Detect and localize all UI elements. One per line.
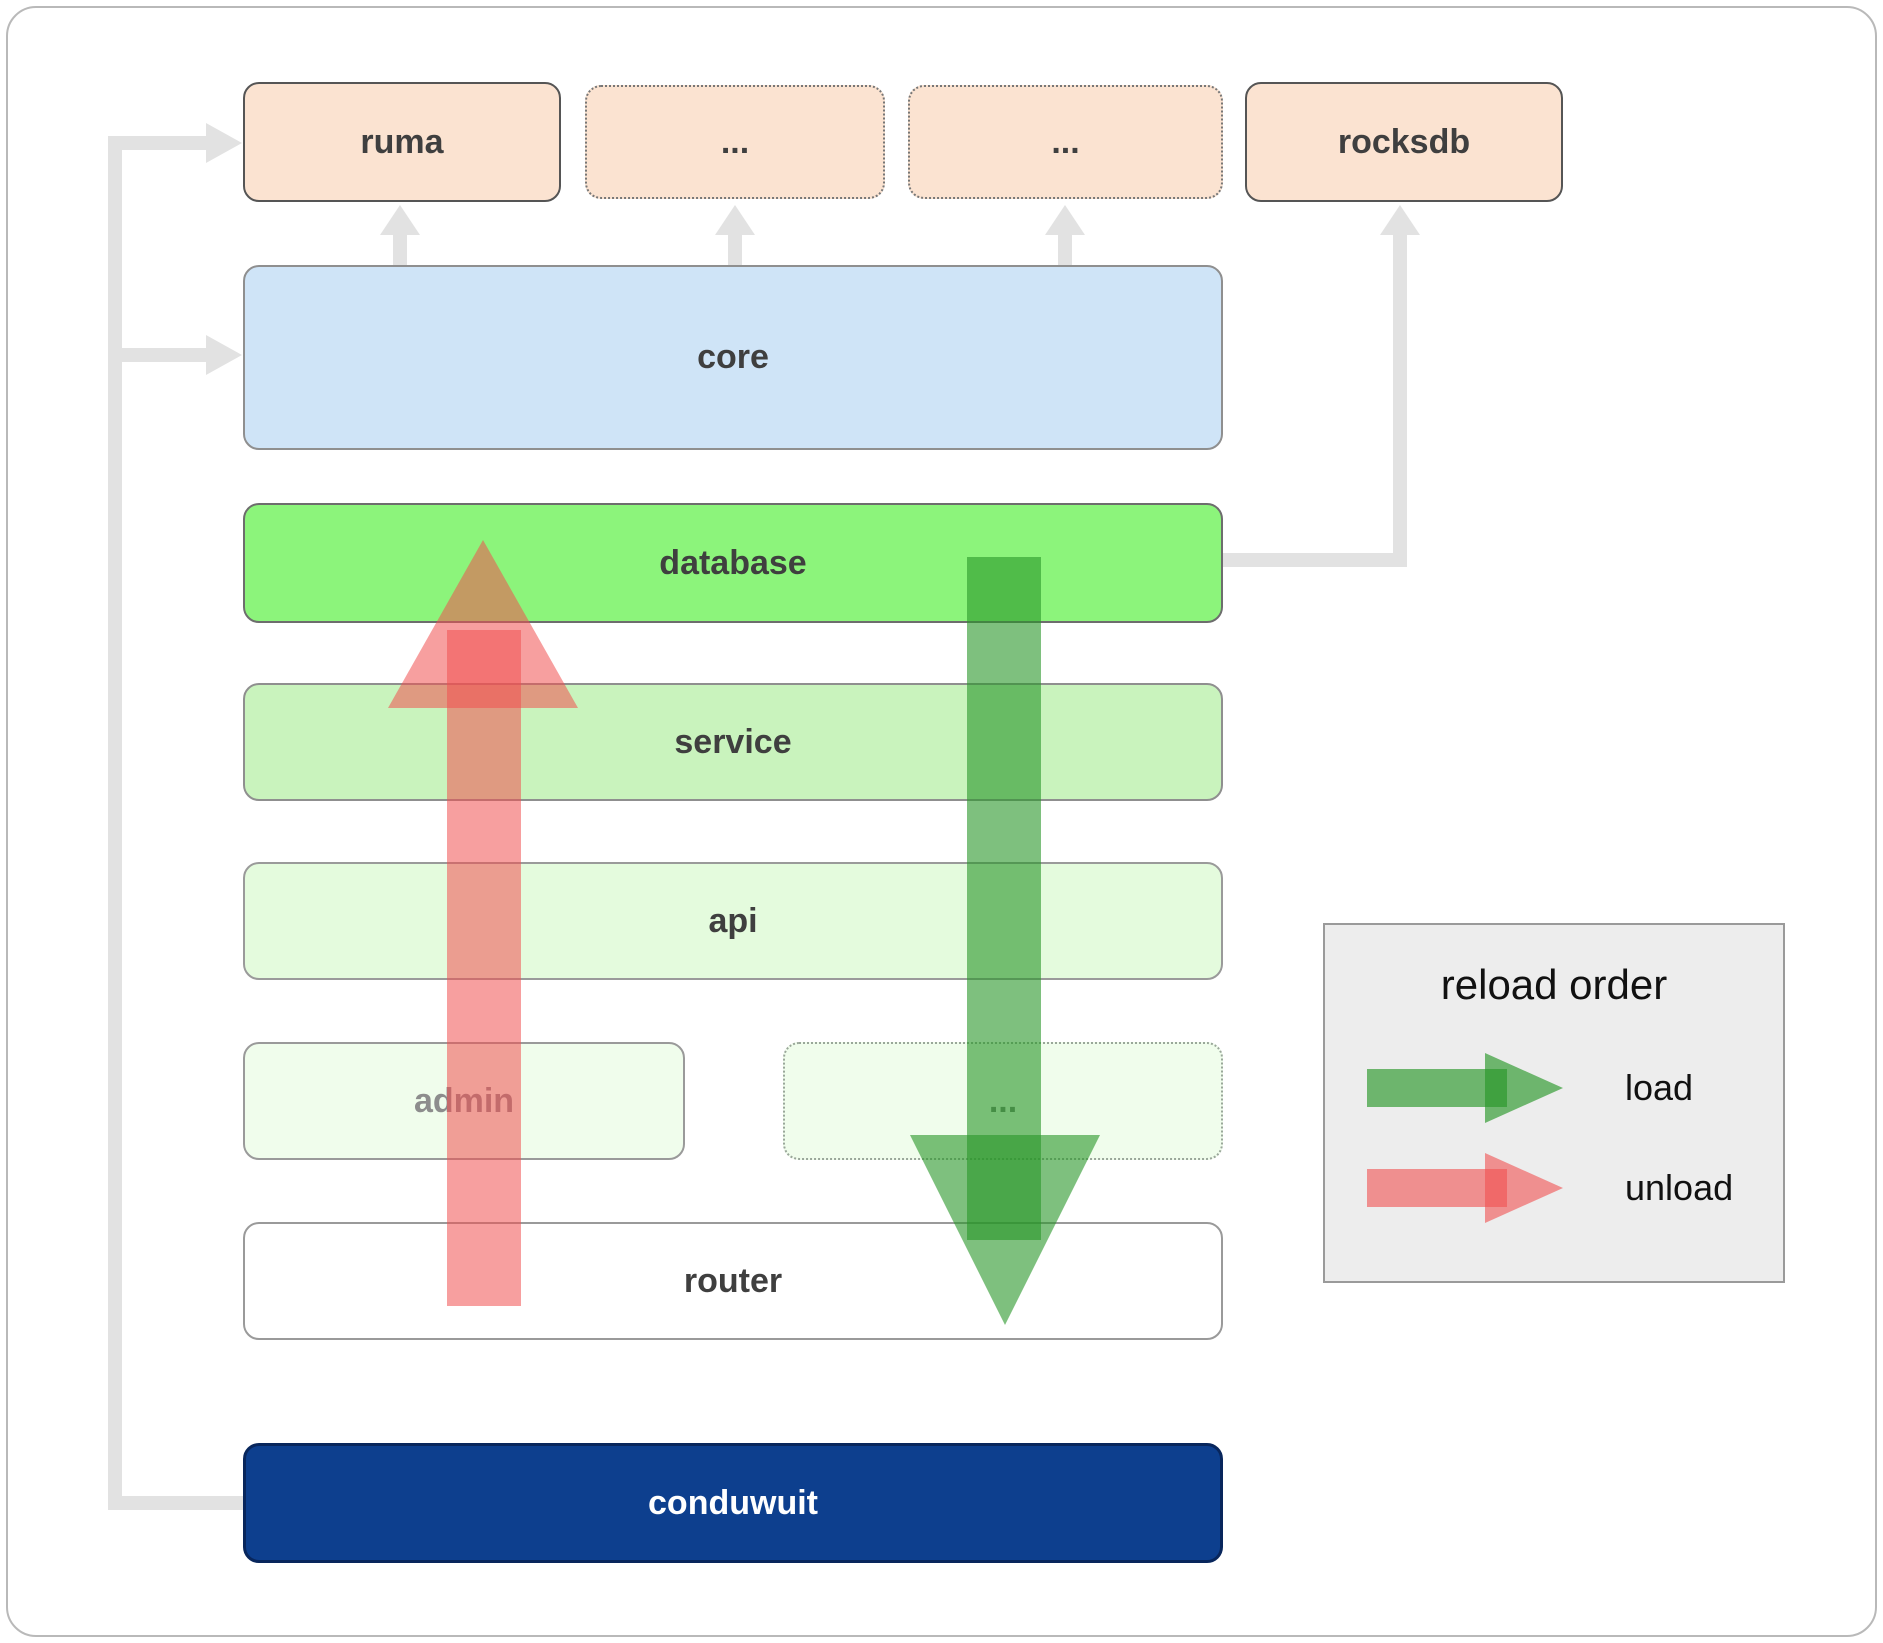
box-crate-dots-2-label: ... [1051, 122, 1080, 161]
box-rocksdb: rocksdb [1245, 82, 1563, 202]
arrowhead-into-rocksdb-icon [1380, 205, 1420, 235]
outer-frame [6, 6, 1877, 1637]
box-ruma: ruma [243, 82, 561, 202]
arrowhead-up-dots2-icon [1045, 205, 1085, 235]
arrowhead-into-ruma-icon [206, 123, 242, 163]
box-service-label: service [674, 722, 792, 761]
legend-unload-label: unload [1625, 1167, 1734, 1208]
box-rocksdb-label: rocksdb [1337, 122, 1471, 161]
box-ruma-label: ruma [360, 122, 444, 161]
box-router: router [243, 1222, 1223, 1340]
box-crate-dots-1-label: ... [720, 122, 750, 161]
legend-load-arrow-head-icon [1485, 1053, 1563, 1123]
box-crate-dots-2: ... [908, 85, 1223, 199]
connector-database-right [1223, 553, 1407, 567]
connector-ruma-segment [108, 136, 208, 150]
connector-conduwuit-segment [108, 1496, 243, 1510]
connector-core-to-dots1 [728, 233, 742, 267]
box-service: service [243, 683, 1223, 801]
box-router-label: router [683, 1261, 783, 1300]
box-core-label: core [697, 338, 769, 376]
box-api-label: api [708, 901, 758, 940]
legend-load-arrow-shaft [1367, 1069, 1507, 1107]
connector-core-to-ruma [393, 233, 407, 267]
legend-title: reload order [1440, 961, 1668, 1008]
box-conduwuit-label: conduwuit [648, 1483, 818, 1522]
arrowhead-into-core-icon [206, 335, 242, 375]
box-api: api [243, 862, 1223, 980]
legend-unload-arrow-shaft [1367, 1169, 1507, 1207]
box-database-label: database [659, 543, 807, 582]
box-conduwuit: conduwuit [243, 1443, 1223, 1563]
box-core: core [243, 265, 1223, 450]
connector-core-segment [108, 348, 208, 362]
load-arrow-shaft [967, 557, 1041, 1240]
connector-vertical-line [108, 136, 122, 1506]
legend-panel: reload order load unload [1323, 923, 1785, 1283]
arrowhead-up-ruma-icon [380, 205, 420, 235]
unload-arrow-shaft [447, 630, 521, 1306]
legend-load-label: load [1625, 1067, 1694, 1108]
box-database: database [243, 503, 1223, 623]
connector-core-to-dots2 [1058, 233, 1072, 267]
arrowhead-up-dots1-icon [715, 205, 755, 235]
connector-database-up [1393, 233, 1407, 567]
box-crate-dots-1: ... [585, 85, 885, 199]
legend-unload-arrow-head-icon [1485, 1153, 1563, 1223]
